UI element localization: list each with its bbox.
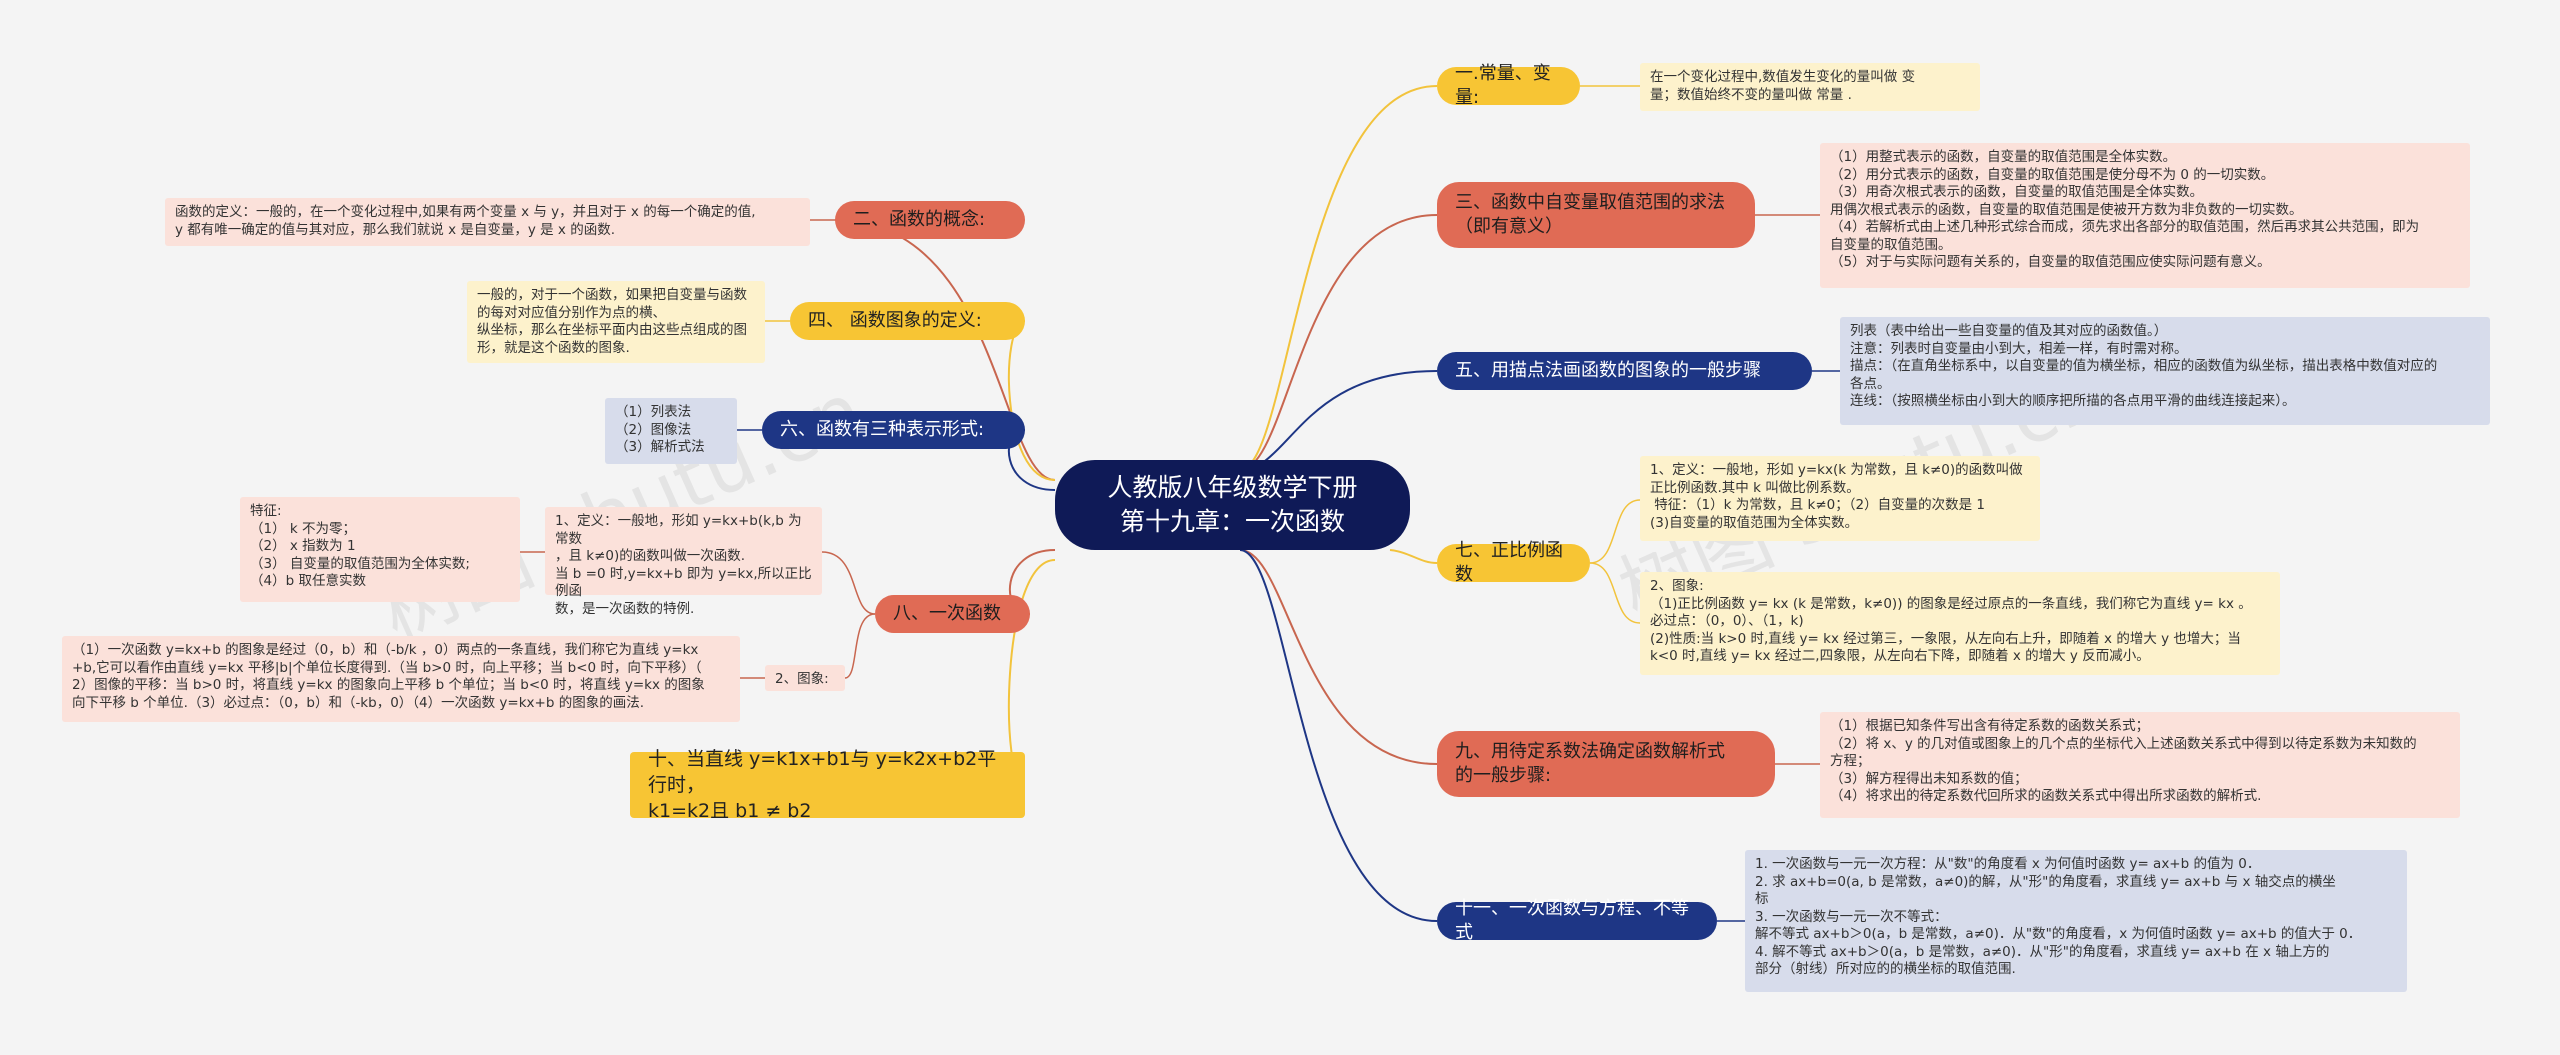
leaf-direct-proportion-definition: 1、定义：一般地，形如 y=kx(k 为常数，且 k≠0)的函数叫做 正比例函数… <box>1640 456 2040 541</box>
link-l7b <box>1589 562 1641 624</box>
branch-undetermined-coefficients[interactable]: 九、用待定系数法确定函数解析式 的一般步骤: <box>1437 731 1775 797</box>
link-l7a <box>1589 499 1641 564</box>
leaf-plotting-steps: 列表（表中给出一些自变量的值及其对应的函数值。） 注意：列表时自变量由小到大，相… <box>1840 317 2490 425</box>
branch-function-concept[interactable]: 二、函数的概念: <box>835 201 1025 239</box>
leaf-linear-function-graph: （1）一次函数 y=kx+b 的图象是经过（0，b）和（-b/k ，0）两点的一… <box>62 636 740 722</box>
branch-graph-definition[interactable]: 四、 函数图象的定义: <box>790 302 1025 340</box>
leaf-linear-function-definition: 1、定义：一般地，形如 y=kx+b(k,b 为常数 ，且 k≠0)的函数叫做一… <box>545 507 822 617</box>
leaf-linear-function-features: 特征: （1） k 不为零； （2） x 指数为 1 （3） 自变量的取值范围为… <box>240 497 520 602</box>
link-b11 <box>1239 549 1438 922</box>
link-l8def <box>821 551 876 615</box>
leaf-constants-variables: 在一个变化过程中,数值发生变化的量叫做 变 量；数值始终不变的量叫做 常量 . <box>1640 63 1980 111</box>
branch-parallel-lines[interactable]: 十、当直线 y=k1x+b1与 y=k2x+b2平行时， k1=k2且 b1 ≠… <box>630 748 1025 822</box>
leaf-three-forms: （1）列表法 （2）图像法 （3）解析式法 <box>605 398 737 464</box>
branch-three-forms[interactable]: 六、函数有三种表示形式: <box>762 411 1025 449</box>
link-b9 <box>1239 549 1438 765</box>
branch-plotting-steps[interactable]: 五、用描点法画函数的图象的一般步骤 <box>1437 352 1812 390</box>
leaf-domain-methods: （1）用整式表示的函数，自变量的取值范围是全体实数。 （2）用分式表示的函数，自… <box>1820 143 2470 288</box>
link-b1 <box>1239 85 1438 471</box>
link-b7 <box>1389 549 1438 564</box>
branch-equations-inequalities[interactable]: 十一、一次函数与方程、不等式 <box>1437 898 1717 943</box>
root-topic[interactable]: 人教版八年级数学下册 第十九章：一次函数 <box>1055 460 1410 550</box>
link-b4 <box>1008 320 1056 481</box>
leaf-graph-definition: 一般的，对于一个函数，如果把自变量与函数 的每对对应值分别作为点的横、 纵坐标，… <box>467 281 765 363</box>
link-b3 <box>1239 214 1438 471</box>
branch-constants-variables[interactable]: 一.常量、变量: <box>1437 63 1580 108</box>
link-l8img <box>844 613 876 679</box>
leaf-undetermined-coefficients: （1）根据已知条件写出含有待定系数的函数关系式； （2）将 x、y 的几对值或图… <box>1820 712 2460 818</box>
leaf-function-concept: 函数的定义：一般的，在一个变化过程中,如果有两个变量 x 与 y，并且对于 x … <box>165 198 810 246</box>
branch-domain-methods[interactable]: 三、函数中自变量取值范围的求法 （即有意义） <box>1437 182 1755 248</box>
leaf-equations-inequalities: 1. 一次函数与一元一次方程：从"数"的角度看 x 为何值时函数 y= ax+b… <box>1745 850 2407 992</box>
branch-direct-proportion[interactable]: 七、正比例函数 <box>1437 540 1590 585</box>
branch-linear-function[interactable]: 八、一次函数 <box>875 595 1030 633</box>
leaf-linear-function-graph-label: 2、图象: <box>765 665 845 691</box>
leaf-direct-proportion-graph: 2、图象: （1)正比例函数 y= kx (k 是常数，k≠0)) 的图象是经过… <box>1640 572 2280 675</box>
